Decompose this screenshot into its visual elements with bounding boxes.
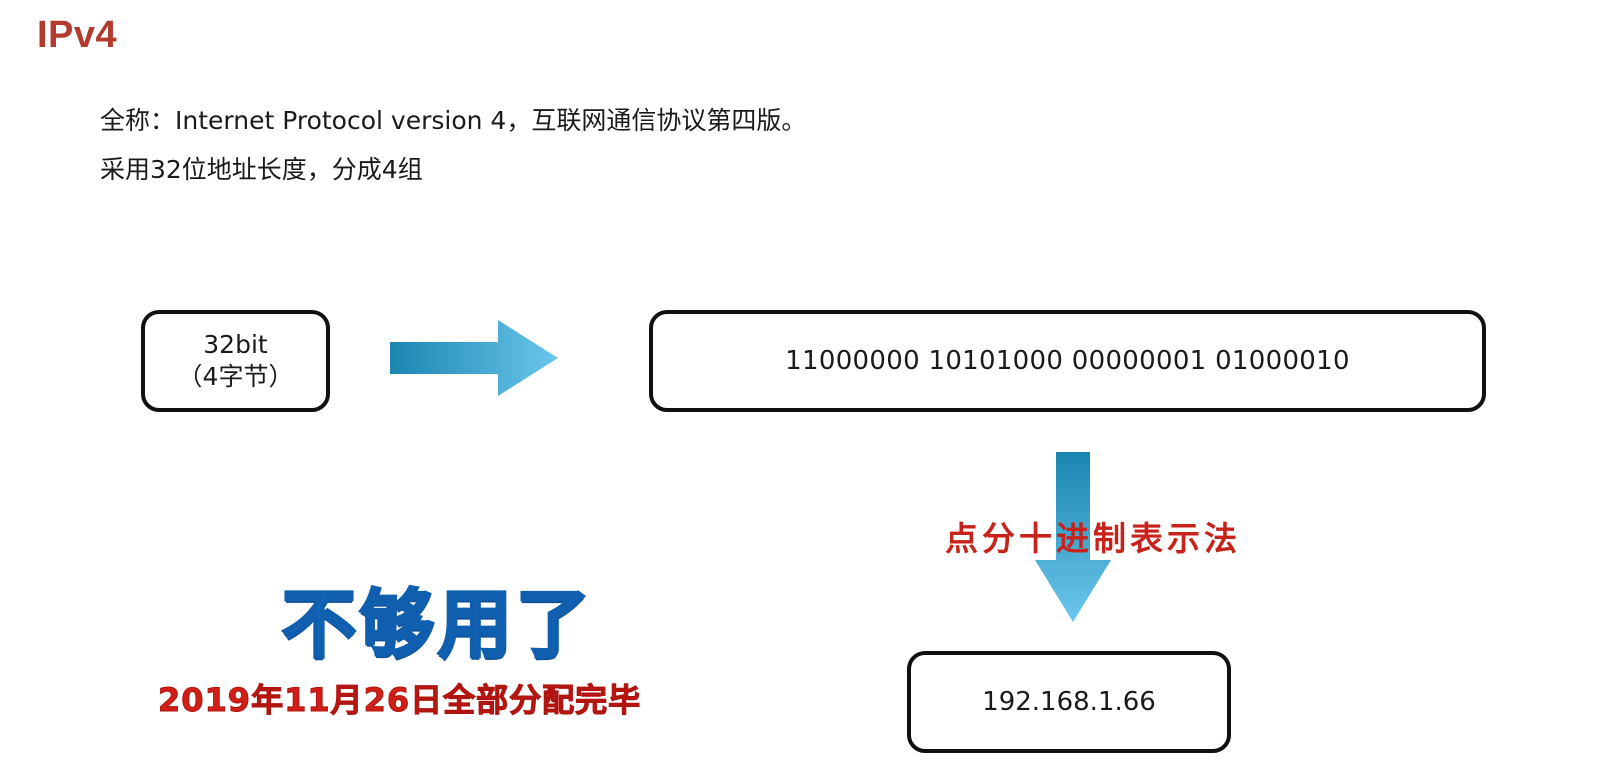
binary-address-box: 11000000 10101000 00000001 01000010 (649, 310, 1486, 412)
down-arrow-icon (1035, 452, 1111, 622)
decimal-address-box: 192.168.1.66 (907, 651, 1231, 753)
dotted-decimal-label: 点分十进制表示法 (945, 519, 1241, 558)
not-enough-headline: 不够用了 (281, 581, 594, 670)
decimal-address: 192.168.1.66 (982, 687, 1156, 717)
right-arrow-icon (390, 320, 558, 396)
page-title: IPv4 (37, 14, 118, 56)
binary-address: 11000000 10101000 00000001 01000010 (785, 346, 1350, 376)
exhaustion-date-note: 2019年11月26日全部分配完毕 (157, 681, 642, 720)
bits-box: 32bit （4字节） (141, 310, 330, 412)
bytes-label: （4字节） (177, 362, 294, 391)
intro-fullname: 全称：Internet Protocol version 4，互联网通信协议第四… (100, 106, 807, 135)
bits-label: 32bit (203, 330, 268, 359)
intro-address-length: 采用32位地址长度，分成4组 (100, 155, 423, 184)
